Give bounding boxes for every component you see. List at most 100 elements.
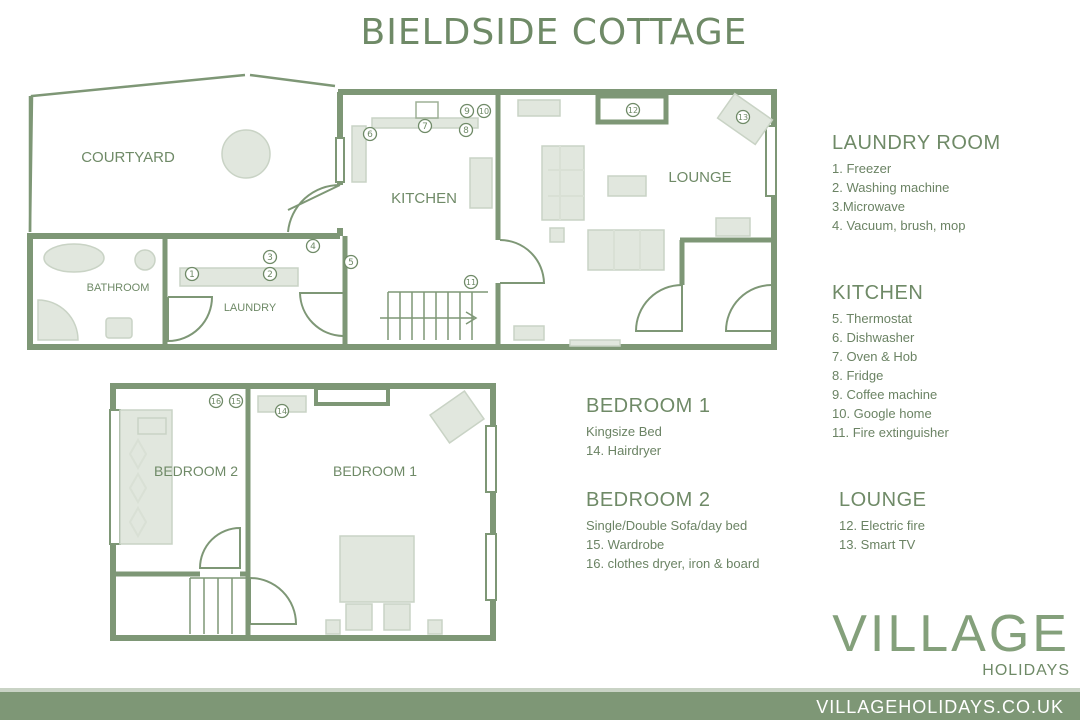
stairs-upper bbox=[189, 577, 246, 634]
bedside-1 bbox=[345, 603, 373, 631]
room-label-courtyard: COURTYARD bbox=[81, 149, 175, 166]
lounge-window bbox=[765, 125, 777, 197]
marker-11: 11 bbox=[463, 274, 479, 290]
courtyard-table bbox=[221, 129, 271, 179]
bed2-window-west bbox=[109, 409, 121, 545]
bed2-pillow bbox=[137, 417, 167, 435]
landing-door bbox=[198, 526, 241, 569]
svg-text:12: 12 bbox=[628, 106, 638, 115]
marker-9: 9 bbox=[459, 103, 475, 119]
legend-item: 3.Microwave bbox=[832, 199, 905, 214]
marker-5: 5 bbox=[343, 254, 359, 270]
bathtub bbox=[43, 243, 105, 273]
legend-kitchen: KITCHEN 5. Thermostat 6. Dishwasher 7. O… bbox=[832, 282, 949, 442]
legend-item: 12. Electric fire bbox=[839, 518, 925, 533]
floor-plan: COURTYARD KITCHEN LOUNGE BATHROOM LAUNDR… bbox=[27, 73, 777, 641]
lounge-shelf bbox=[517, 99, 561, 117]
room-label-lounge: LOUNGE bbox=[668, 169, 731, 186]
legend-item: 6. Dishwasher bbox=[832, 330, 915, 345]
room-label-laundry: LAUNDRY bbox=[224, 302, 277, 314]
kitchen-counter bbox=[351, 125, 367, 183]
legend-lounge-heading: LOUNGE bbox=[839, 489, 927, 511]
marker-3: 3 bbox=[262, 249, 278, 265]
marker-14: 14 bbox=[274, 403, 290, 419]
shower-quarter bbox=[37, 299, 79, 341]
brand-logo: VILLAGE HOLIDAYS bbox=[820, 608, 1070, 680]
svg-text:4: 4 bbox=[310, 242, 316, 252]
room-label-bathroom: BATHROOM bbox=[87, 282, 150, 294]
legend-item: Single/Double Sofa/day bed bbox=[586, 518, 748, 533]
marker-10: 10 bbox=[476, 103, 492, 119]
marker-15: 15 bbox=[228, 393, 244, 409]
brand-sub: HOLIDAYS bbox=[982, 662, 1070, 679]
svg-text:15: 15 bbox=[231, 397, 241, 406]
daybed-diamonds bbox=[128, 437, 148, 539]
footer-stripe bbox=[0, 688, 1080, 692]
legend-item: 5. Thermostat bbox=[832, 311, 912, 326]
svg-text:10: 10 bbox=[479, 107, 489, 116]
marker-12: 12 bbox=[625, 102, 641, 118]
legend-item: 16. clothes dryer, iron & board bbox=[586, 556, 760, 571]
sofa-cushions bbox=[548, 146, 641, 270]
fireplace-alcove bbox=[595, 93, 669, 125]
legend-item: 8. Fridge bbox=[832, 368, 884, 383]
stairs-ground bbox=[380, 291, 488, 340]
legend-bedroom2: BEDROOM 2 Single/Double Sofa/day bed 15.… bbox=[586, 489, 759, 573]
ground-floor-walls bbox=[27, 89, 777, 350]
svg-text:14: 14 bbox=[277, 407, 287, 416]
laundry-door bbox=[167, 296, 214, 343]
svg-text:16: 16 bbox=[211, 397, 221, 406]
courtyard-door bbox=[287, 183, 341, 233]
marker-16: 16 bbox=[208, 393, 224, 409]
bed1-door bbox=[249, 576, 298, 625]
hall-door-2 bbox=[724, 284, 773, 332]
brand-name: VILLAGE bbox=[832, 605, 1070, 663]
sofa-2 bbox=[587, 229, 665, 271]
legend-item: 4. Vacuum, brush, mop bbox=[832, 218, 966, 233]
marker-2: 2 bbox=[262, 266, 278, 282]
markers: 1 2 3 4 5 6 7 8 9 10 11 12 13 14 15 16 bbox=[184, 102, 751, 419]
kingsize-bed bbox=[339, 535, 415, 603]
laundry-door-2 bbox=[298, 292, 344, 337]
legend-item: 13. Smart TV bbox=[839, 537, 916, 552]
legend-item: 11. Fire extinguisher bbox=[832, 425, 949, 440]
marker-13: 13 bbox=[735, 109, 751, 125]
hob bbox=[415, 101, 439, 119]
legend-item: 7. Oven & Hob bbox=[832, 349, 918, 364]
svg-text:7: 7 bbox=[422, 122, 428, 132]
svg-text:8: 8 bbox=[463, 126, 469, 136]
legend-kitchen-heading: KITCHEN bbox=[832, 282, 924, 304]
bed1-window-east-1 bbox=[485, 425, 497, 493]
svg-text:3: 3 bbox=[267, 253, 273, 263]
toilet bbox=[134, 249, 156, 271]
room-label-bedroom2: BEDROOM 2 bbox=[154, 463, 238, 479]
svg-text:1: 1 bbox=[189, 270, 195, 280]
legend-item: 2. Washing machine bbox=[832, 180, 950, 195]
svg-text:13: 13 bbox=[738, 113, 748, 122]
svg-text:9: 9 bbox=[464, 107, 470, 117]
side-unit bbox=[715, 217, 751, 237]
legend-laundry-heading: LAUNDRY ROOM bbox=[832, 132, 1001, 154]
bed1-stool-a bbox=[325, 619, 341, 635]
kitchen-island bbox=[469, 157, 493, 209]
legend-laundry: LAUNDRY ROOM 1. Freezer 2. Washing machi… bbox=[832, 132, 1001, 235]
room-label-kitchen: KITCHEN bbox=[391, 190, 457, 207]
legend-item: 15. Wardrobe bbox=[586, 537, 665, 552]
bed1-stool-b bbox=[427, 619, 443, 635]
lounge-stool bbox=[549, 227, 565, 243]
bed1-window bbox=[314, 386, 390, 406]
hall-stool bbox=[513, 325, 545, 341]
legend-item: 9. Coffee machine bbox=[832, 387, 938, 402]
marker-1: 1 bbox=[184, 266, 200, 282]
coffee-table bbox=[607, 175, 647, 197]
bed1-chair bbox=[429, 389, 485, 445]
legend-item: 1. Freezer bbox=[832, 161, 892, 176]
sofa-1 bbox=[541, 145, 585, 221]
footer-url[interactable]: VILLAGEHOLIDAYS.CO.UK bbox=[816, 697, 1064, 717]
legend-item: 10. Google home bbox=[832, 406, 932, 421]
legend-item: Kingsize Bed bbox=[586, 424, 662, 439]
footer-bar: VILLAGEHOLIDAYS.CO.UK bbox=[0, 688, 1080, 720]
svg-text:5: 5 bbox=[348, 258, 354, 268]
hall-rug bbox=[569, 339, 621, 347]
lounge-door bbox=[499, 239, 546, 284]
